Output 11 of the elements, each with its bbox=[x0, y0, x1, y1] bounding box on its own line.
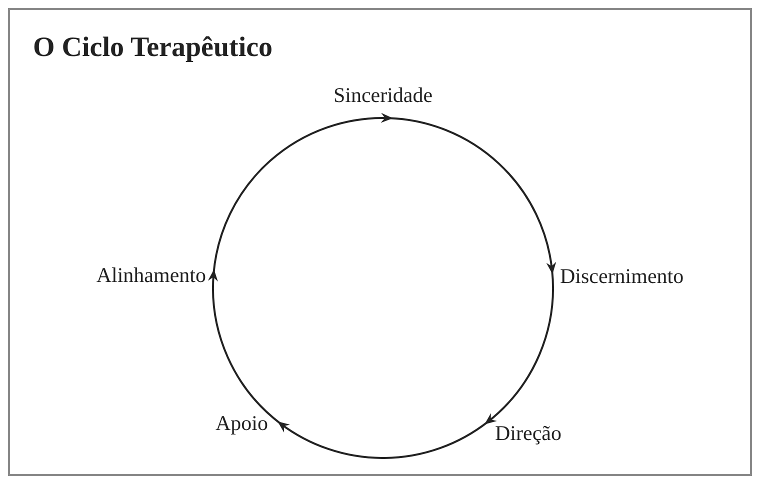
arc-arrow bbox=[388, 117, 556, 274]
arc-arrow bbox=[277, 421, 488, 459]
stage-label: Apoio bbox=[216, 410, 268, 436]
diagram-title: O Ciclo Terapêutico bbox=[33, 34, 273, 62]
arc-arrow bbox=[484, 270, 554, 425]
stage-label: Alinhamento bbox=[96, 262, 206, 288]
stage-label: Discernimento bbox=[560, 263, 684, 290]
arc-arrow bbox=[208, 269, 282, 425]
stage-label: Sinceridade bbox=[283, 82, 483, 108]
arc-arrow bbox=[212, 113, 393, 274]
stage-label: Direção bbox=[495, 420, 562, 446]
